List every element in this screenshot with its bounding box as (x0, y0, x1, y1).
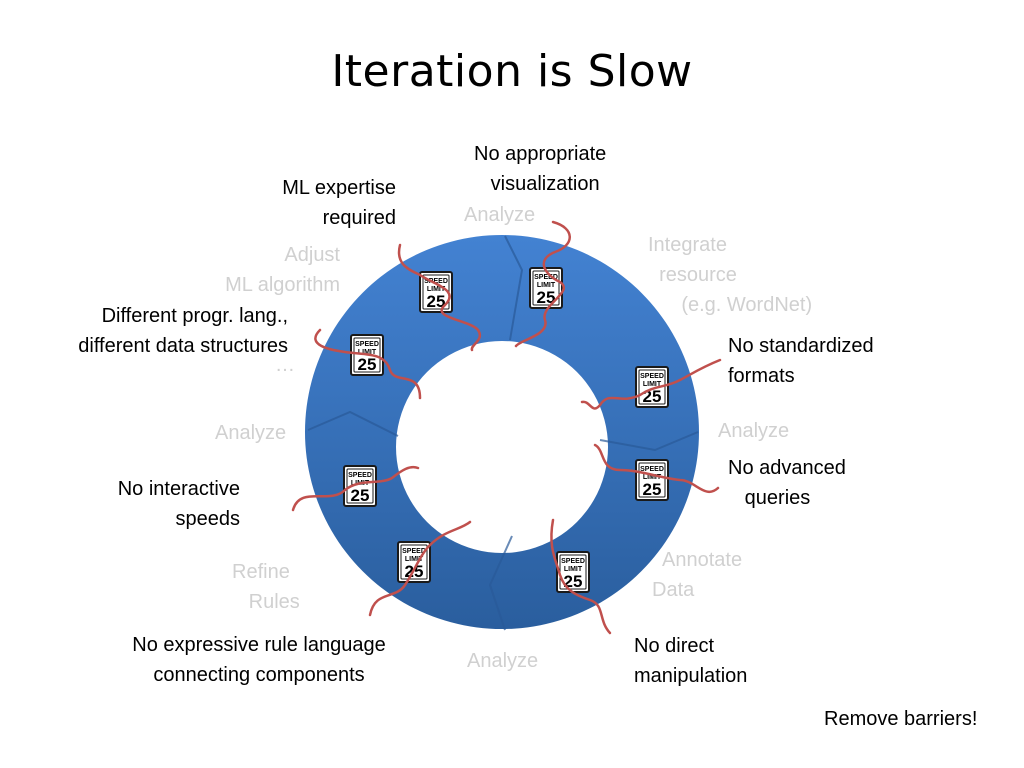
slide-title: Iteration is Slow (331, 46, 693, 97)
stage-annotate: Annotate Data (652, 549, 743, 601)
barrier-queries: No advanced queries (728, 457, 846, 509)
stage-ellipsis: … (275, 354, 295, 376)
ring (304, 235, 699, 629)
barrier-ml-expertise: ML expertise required (282, 177, 396, 229)
speed-limit-sign-icon (529, 267, 563, 309)
barrier-visualization: No appropriate visualization (474, 143, 607, 195)
footer-note: Remove barriers! (824, 708, 978, 730)
speed-limit-sign-icon (635, 459, 669, 501)
squiggle-visualization (514, 220, 571, 348)
squiggle-languages (314, 328, 422, 400)
speed-limit-sign-icon (397, 541, 431, 583)
squiggle-interactive (291, 465, 420, 512)
squiggle-rule-language (368, 520, 472, 617)
squiggle-manipulation (550, 518, 612, 635)
stage-analyze-right: Analyze (718, 420, 790, 442)
barrier-languages: Different progr. lang., different data s… (78, 305, 288, 357)
stage-analyze-left: Analyze (215, 422, 287, 444)
barrier-rule-language: No expressive rule language connecting c… (132, 634, 386, 686)
stage-integrate: Integrate resource (e.g. WordNet) (648, 234, 813, 316)
stage-adjust: Adjust ML algorithm (225, 244, 340, 296)
barrier-formats: No standardized formats (728, 335, 874, 387)
stage-analyze-bottom: Analyze (467, 650, 539, 672)
speed-limit-sign-icon (556, 551, 590, 593)
segment-separators (307, 235, 699, 631)
barrier-manipulation: No direct manipulation (634, 635, 748, 687)
stage-refine: Refine Rules (232, 561, 300, 613)
barrier-squiggles (291, 220, 722, 635)
squiggle-ml-expertise (397, 243, 481, 352)
squiggle-formats (580, 358, 722, 410)
stage-analyze-top: Analyze (464, 204, 536, 226)
squiggle-queries (593, 443, 720, 494)
barrier-interactive: No interactive speeds (117, 478, 240, 530)
